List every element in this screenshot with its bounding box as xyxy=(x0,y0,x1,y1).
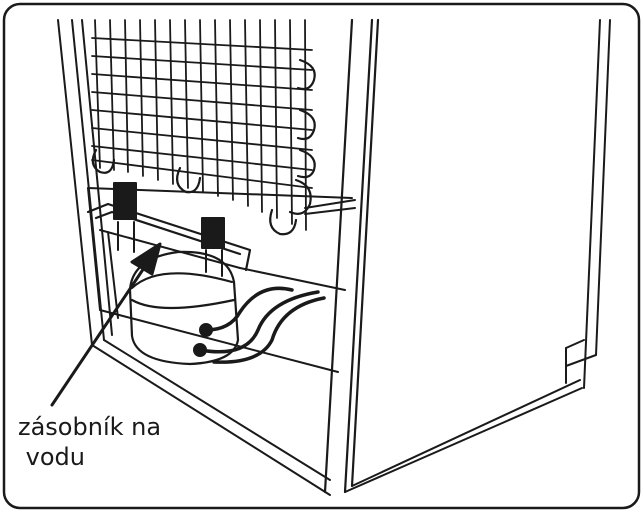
drain-tube-left xyxy=(113,182,137,253)
condenser-horizontal-wires xyxy=(91,37,313,189)
condenser-tube-bends xyxy=(91,58,316,236)
compressor-cables xyxy=(198,286,326,364)
right-cabinet-side xyxy=(344,19,611,493)
cabinet-corner-edge xyxy=(323,18,380,494)
reservoir-callout-label: zásobník na vodu xyxy=(18,412,161,472)
support-bracket xyxy=(86,202,252,272)
pointer-arrow xyxy=(50,242,162,407)
callout-line-1: zásobník na xyxy=(18,413,162,441)
cable-plugs xyxy=(193,323,213,357)
outlet-tube xyxy=(304,199,356,215)
condenser-vertical-wires xyxy=(94,19,307,231)
callout-line-2: vodu xyxy=(18,443,85,471)
